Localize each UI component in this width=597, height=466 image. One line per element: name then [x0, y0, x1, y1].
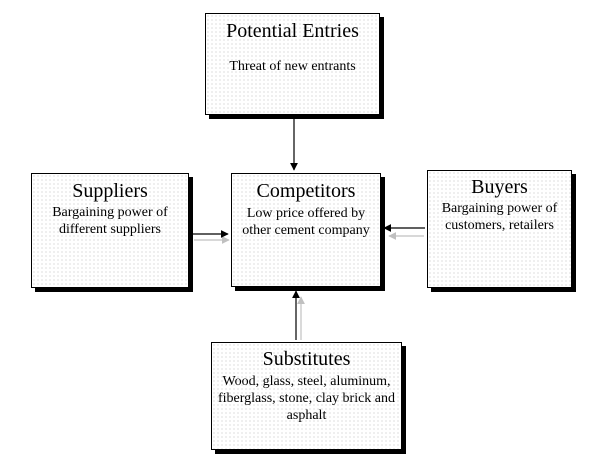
- node-title: Buyers: [471, 176, 528, 198]
- node-description: Bargaining power of different suppliers: [52, 205, 168, 237]
- node-description: Bargaining power of customers, retailers: [441, 201, 558, 233]
- node-description: Threat of new entrants: [229, 59, 356, 74]
- node-substitutes: Substitutes Wood, glass, steel, aluminum…: [211, 342, 402, 450]
- node-title: Substitutes: [262, 348, 351, 370]
- node-description: Low price offered by other cement compan…: [242, 206, 370, 238]
- node-title: Suppliers: [72, 180, 148, 202]
- node-competitors: Competitors Low price offered by other c…: [231, 173, 381, 287]
- node-description: Wood, glass, steel, aluminum, fiberglass…: [217, 374, 396, 423]
- node-suppliers: Suppliers Bargaining power of different …: [31, 173, 189, 288]
- node-potential-entries: Potential Entries Threat of new entrants: [205, 13, 380, 115]
- node-title: Competitors: [256, 180, 356, 202]
- node-buyers: Buyers Bargaining power of customers, re…: [427, 170, 572, 288]
- node-title: Potential Entries: [226, 20, 359, 42]
